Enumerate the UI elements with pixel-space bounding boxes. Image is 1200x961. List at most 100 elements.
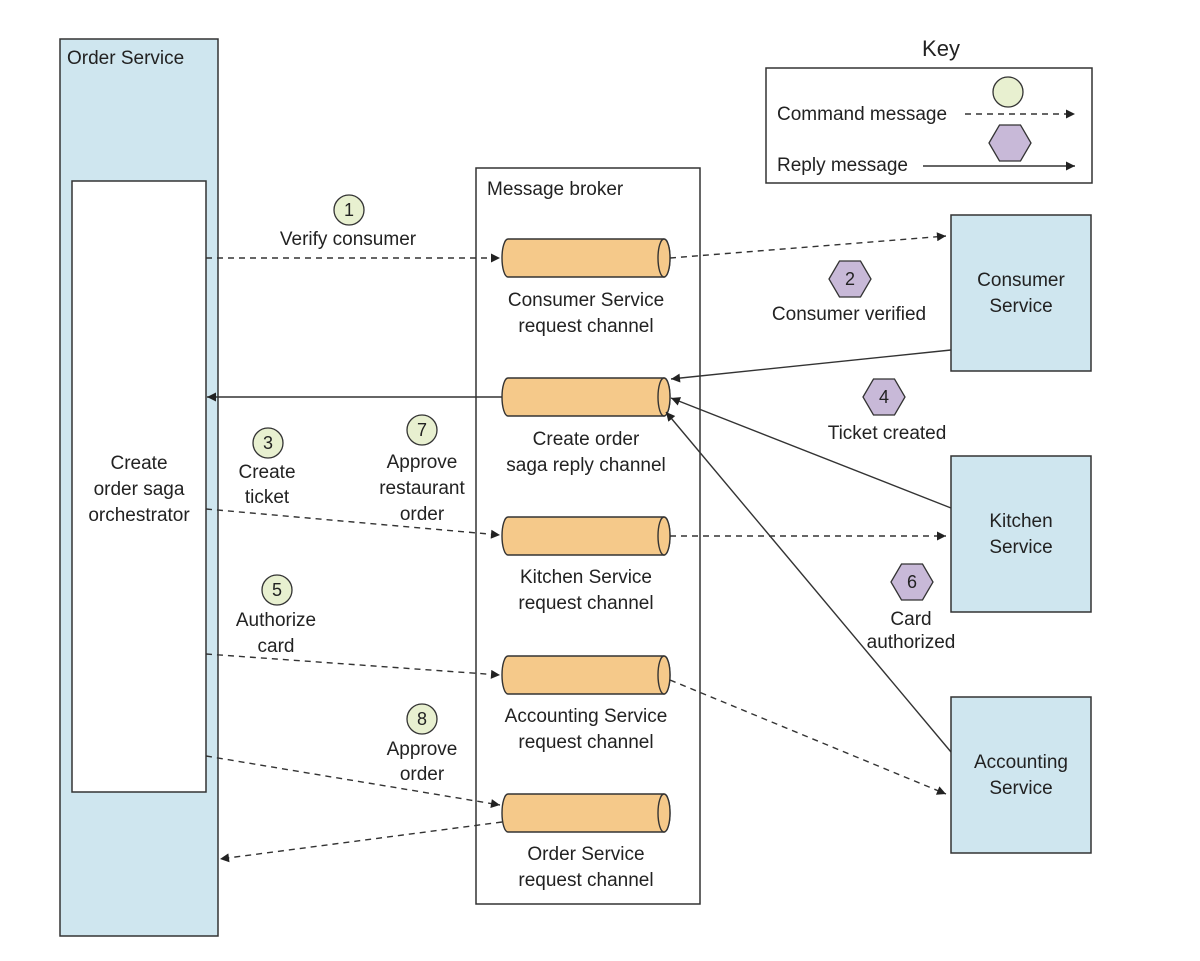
channel-label-line-1: Create order <box>533 429 640 450</box>
channel-saga-reply: Create order saga reply channel <box>501 377 671 476</box>
message-broker-label: Message broker <box>487 179 624 200</box>
channel-cylinder <box>501 377 671 417</box>
step-number: 3 <box>263 433 273 453</box>
command-arrow-to-consumer-service <box>669 232 947 259</box>
step-5: 5 Authorize card <box>236 574 316 657</box>
step-label-line-1: Create <box>238 462 295 483</box>
reply-arrow-ticket-created <box>670 397 952 509</box>
consumer-service-label-line-2: Service <box>989 296 1052 317</box>
channel-label-line-1: Order Service <box>527 844 644 865</box>
message-arrows <box>205 232 952 863</box>
order-service-label: Order Service <box>67 48 184 69</box>
key-title: Key <box>922 36 960 61</box>
command-arrow-authorize-card <box>205 653 501 679</box>
orchestrator-label-line-2: order saga <box>94 479 185 500</box>
step-label-line-3: order <box>400 504 445 525</box>
kitchen-service-box <box>950 455 1092 613</box>
reply-arrow-consumer-verified <box>670 349 952 383</box>
channel-cylinder <box>501 516 671 556</box>
step-label-line-2: card <box>258 636 295 657</box>
step-4: 4 Ticket created <box>828 378 947 444</box>
key-command-label: Command message <box>777 104 947 125</box>
channel-kitchen-request: Kitchen Service request channel <box>501 516 671 614</box>
order-service: Order Service Create order saga orchestr… <box>59 38 219 937</box>
orchestrator-label-line-1: Create <box>110 453 167 474</box>
step-label-line-2: ticket <box>245 487 290 508</box>
command-step-circle-icon <box>406 703 438 735</box>
channel-label-line-2: request channel <box>518 593 653 614</box>
step-7: 7 Approve restaurant order <box>379 414 465 525</box>
reply-arrow-card-authorized <box>665 411 952 753</box>
accounting-service-box <box>950 696 1092 854</box>
step-number: 2 <box>845 269 855 289</box>
step-label-line-1: Ticket created <box>828 423 947 444</box>
key-reply-label: Reply message <box>777 155 908 176</box>
step-label-line-1: Verify consumer <box>280 229 417 250</box>
channel-consumer-request: Consumer Service request channel <box>501 238 671 337</box>
channel-label-line-2: saga reply channel <box>506 455 666 476</box>
kitchen-service-label-line-2: Service <box>989 537 1052 558</box>
step-label-line-2: restaurant <box>379 478 465 499</box>
step-label-line-1: Consumer verified <box>772 304 926 325</box>
key-box <box>765 67 1093 184</box>
consumer-service-box <box>950 214 1092 372</box>
channel-accounting-request: Accounting Service request channel <box>501 655 671 753</box>
consumer-service-label-line-1: Consumer <box>977 270 1065 291</box>
channel-cylinder-end <box>657 655 671 695</box>
step-number: 5 <box>272 580 282 600</box>
consumer-service: Consumer Service <box>950 214 1092 372</box>
accounting-service: Accounting Service <box>950 696 1092 854</box>
step-label-line-2: order <box>400 764 445 785</box>
channel-label-line-1: Consumer Service <box>508 290 664 311</box>
kitchen-service: Kitchen Service <box>950 455 1092 613</box>
step-number: 1 <box>344 200 354 220</box>
channel-label-line-1: Accounting Service <box>505 706 668 727</box>
orchestrator-box <box>71 180 207 793</box>
command-message-circle-icon <box>992 76 1024 108</box>
command-arrow-create-ticket <box>205 508 501 539</box>
command-step-circle-icon <box>261 574 293 606</box>
step-label-line-1: Card <box>890 609 931 630</box>
command-arrow-to-order-service <box>219 821 503 863</box>
step-8: 8 Approve order <box>387 703 458 785</box>
kitchen-service-label-line-1: Kitchen <box>989 511 1052 532</box>
orchestrator-label-line-3: orchestrator <box>88 505 190 526</box>
step-3: 3 Create ticket <box>238 427 296 508</box>
step-label-line-1: Authorize <box>236 610 316 631</box>
accounting-service-label-line-1: Accounting <box>974 752 1068 773</box>
step-label-line-1: Approve <box>387 739 458 760</box>
channel-cylinder <box>501 655 671 695</box>
step-2: 2 Consumer verified <box>772 260 926 325</box>
channel-cylinder <box>501 793 671 833</box>
step-6: 6 Card authorized <box>867 563 956 653</box>
reply-step-hexagon-icon <box>890 563 934 601</box>
accounting-service-label-line-2: Service <box>989 778 1052 799</box>
channel-cylinder <box>501 238 671 278</box>
channel-label-line-1: Kitchen Service <box>520 567 652 588</box>
reply-step-hexagon-icon <box>862 378 906 416</box>
channel-cylinder-end <box>657 516 671 556</box>
command-step-circle-icon <box>406 414 438 446</box>
step-number: 7 <box>417 420 427 440</box>
channel-cylinder-end <box>657 793 671 833</box>
channel-cylinder-end <box>657 377 671 417</box>
step-1: 1 Verify consumer <box>280 194 417 250</box>
step-number: 6 <box>907 572 917 592</box>
command-step-circle-icon <box>333 194 365 226</box>
reply-step-hexagon-icon <box>828 260 872 298</box>
command-step-circle-icon <box>252 427 284 459</box>
channel-cylinder-end <box>657 238 671 278</box>
channel-label-line-2: request channel <box>518 316 653 337</box>
step-label-line-1: Approve <box>387 452 458 473</box>
channel-order-request: Order Service request channel <box>501 793 671 891</box>
reply-message-hexagon-icon <box>988 124 1032 162</box>
step-number: 4 <box>879 387 889 407</box>
step-label-line-2: authorized <box>867 632 956 653</box>
step-number: 8 <box>417 709 427 729</box>
command-arrow-to-accounting-service <box>669 679 947 795</box>
channel-label-line-2: request channel <box>518 870 653 891</box>
command-arrow-approve-order <box>205 755 501 808</box>
key-legend: Key Command message Reply message <box>765 36 1093 184</box>
channel-label-line-2: request channel <box>518 732 653 753</box>
